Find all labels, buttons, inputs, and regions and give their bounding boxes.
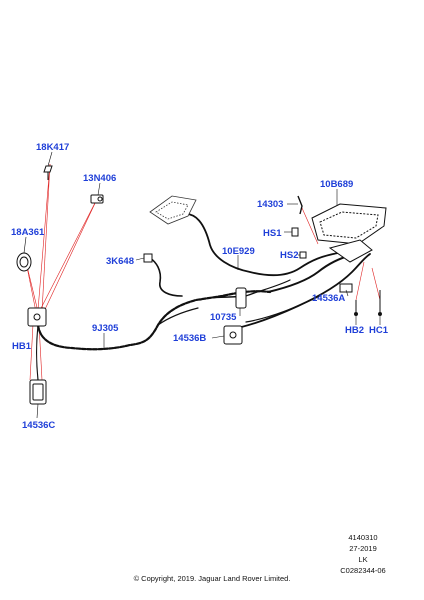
connector-HC1: [378, 290, 382, 316]
ecu-plate: [149, 195, 197, 225]
bracket-14536A: [328, 239, 373, 293]
module-14536C: [29, 379, 47, 405]
callout-HS1[interactable]: HS1: [263, 228, 282, 239]
callout-14536A[interactable]: 14536A: [312, 293, 346, 304]
callout-9J305[interactable]: 9J305: [92, 323, 119, 334]
sensor-10735: [235, 287, 247, 309]
harness-wires: [35, 213, 371, 381]
callout-14536B[interactable]: 14536B: [173, 333, 207, 344]
callout-14303[interactable]: 14303: [257, 199, 284, 210]
callout-10E929[interactable]: 10E929: [222, 246, 255, 257]
callout-HS2[interactable]: HS2: [280, 250, 299, 261]
label-leaders: [23, 151, 381, 419]
sensor-18A361: [16, 252, 32, 272]
connector-3K648: [143, 253, 153, 263]
callout-HB2[interactable]: HB2: [345, 325, 365, 336]
callout-HB1[interactable]: HB1: [12, 341, 32, 352]
sensor-18K417: [43, 165, 53, 180]
illustration-date: 27-2019: [349, 544, 377, 553]
illustration-variant: LK: [358, 555, 368, 564]
illustration-part-code: C0282344-06: [340, 566, 386, 575]
callout-18A361[interactable]: 18A361: [11, 227, 45, 238]
copyright-notice: © Copyright, 2019. Jaguar Land Rover Lim…: [133, 574, 291, 583]
connector-HS1: [291, 227, 299, 237]
junction-HB1: [27, 307, 47, 327]
module-10B689: [311, 203, 387, 245]
leader-lines: [25, 163, 381, 381]
callout-10B689[interactable]: 10B689: [320, 179, 354, 190]
callout-3K648[interactable]: 3K648: [106, 256, 134, 267]
callout-14536C[interactable]: 14536C: [22, 420, 56, 431]
callout-10735[interactable]: 10735: [210, 312, 237, 323]
module-14536B: [223, 325, 243, 345]
callout-13N406[interactable]: 13N406: [83, 173, 117, 184]
connector-HS2: [299, 251, 307, 259]
connector-13N406: [90, 194, 104, 204]
illustration-number: 4140310: [348, 533, 378, 542]
callout-18K417[interactable]: 18K417: [36, 142, 70, 153]
connector-HB2: [354, 300, 358, 316]
callout-HC1[interactable]: HC1: [369, 325, 389, 336]
sensor-14303: [297, 195, 303, 215]
